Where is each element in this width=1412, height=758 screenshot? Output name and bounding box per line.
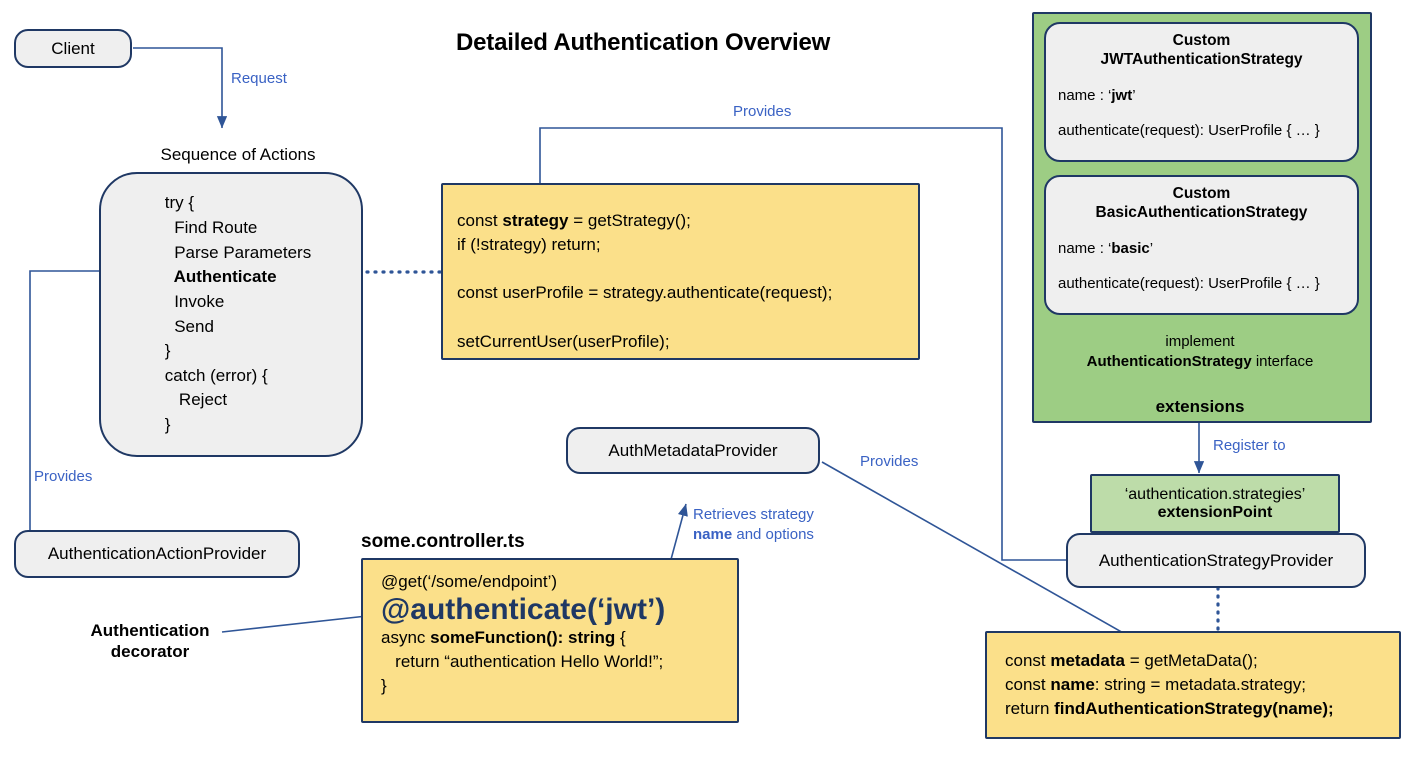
basic-card-body: Custom BasicAuthenticationStrategy name …: [1046, 177, 1357, 292]
strategy-line1-pre: const: [457, 211, 503, 230]
seq-line-5: Send: [164, 316, 214, 336]
node-client[interactable]: Client: [14, 29, 132, 68]
node-sequence-box[interactable]: try { Find Route Parse Parameters Authen…: [99, 172, 363, 457]
seq-line-7: catch (error) {: [164, 365, 268, 385]
implement-bold: AuthenticationStrategy: [1086, 352, 1252, 370]
metadata-line1-pre: const: [1005, 651, 1051, 670]
seq-line-2: Parse Parameters: [164, 242, 312, 262]
seq-line-3: Authenticate: [164, 267, 277, 287]
extension-point-line1: ‘authentication.strategies’: [1124, 485, 1306, 503]
controller-line3-pre: async: [381, 627, 431, 647]
retrieves-line2: name and options: [693, 525, 893, 545]
sequence-code: try { Find Route Parse Parameters Authen…: [151, 191, 311, 437]
metadata-line1-bold: metadata: [1050, 651, 1125, 670]
controller-decorator: @authenticate(‘jwt’): [381, 593, 666, 627]
page-title: Detailed Authentication Overview: [456, 29, 831, 56]
basic-name-pre: name : ‘: [1058, 240, 1112, 258]
controller-line4: return “authentication Hello World!”;: [381, 651, 664, 671]
edge-label-request: Request: [231, 70, 287, 87]
jwt-name-bold: jwt: [1111, 87, 1133, 105]
edge-label-register-to: Register to: [1213, 437, 1286, 454]
strategy-code: const strategy = getStrategy(); if (!str…: [443, 185, 918, 354]
edge-label-provides-mid: Provides: [860, 453, 919, 470]
strategy-provider-label: AuthenticationStrategyProvider: [1098, 550, 1334, 570]
decorator-label-line1: Authentication: [90, 621, 210, 640]
controller-code: @get(‘/some/endpoint’) @authenticate(‘jw…: [363, 560, 737, 698]
basic-title-line1: Custom: [1172, 185, 1231, 202]
strategy-line1-post: = getStrategy();: [568, 211, 691, 230]
extension-point-line2: extensionPoint: [1157, 503, 1273, 521]
strategy-line4: setCurrentUser(userProfile);: [457, 331, 670, 351]
strategy-line2: if (!strategy) return;: [457, 235, 601, 255]
edge-label-retrieves: Retrieves strategy name and options: [693, 505, 893, 544]
jwt-title-line2: JWTAuthenticationStrategy: [1100, 50, 1303, 68]
node-auth-metadata-provider[interactable]: AuthMetadataProvider: [566, 427, 820, 474]
action-provider-label: AuthenticationActionProvider: [47, 544, 267, 563]
retrieves-rest: and options: [732, 525, 814, 543]
metadata-line3-pre: return: [1005, 699, 1055, 719]
retrieves-line1: Retrieves strategy: [693, 506, 814, 523]
seq-line-9: }: [164, 415, 171, 435]
basic-method: authenticate(request): UserProfile { … }: [1058, 275, 1320, 293]
implement-line2: AuthenticationStrategy interface: [1070, 352, 1330, 372]
basic-name-post: ’: [1149, 240, 1154, 258]
controller-line5: }: [381, 675, 387, 695]
client-label: Client: [51, 38, 95, 58]
node-authentication-action-provider[interactable]: AuthenticationActionProvider: [14, 530, 300, 578]
implement-line1: implement: [1165, 333, 1235, 350]
seq-line-1: Find Route: [164, 217, 258, 237]
node-extension-point[interactable]: ‘authentication.strategies’ extensionPoi…: [1090, 474, 1340, 533]
jwt-title-line1: Custom: [1172, 32, 1231, 49]
metadata-line1-post: = getMetaData();: [1125, 651, 1258, 670]
basic-name-row: name : ‘basic’: [1058, 240, 1345, 257]
metadata-line2-bold: name: [1050, 675, 1095, 695]
node-strategy-code-box[interactable]: const strategy = getStrategy(); if (!str…: [441, 183, 920, 360]
basic-title-line2: BasicAuthenticationStrategy: [1095, 203, 1308, 221]
metadata-code: const metadata = getMetaData(); const na…: [987, 633, 1399, 721]
node-authentication-strategy-provider[interactable]: AuthenticationStrategyProvider: [1066, 533, 1366, 588]
implement-rest: interface: [1251, 352, 1314, 370]
controller-line3-post: {: [615, 627, 626, 647]
strategy-line3: const userProfile = strategy.authenticat…: [457, 283, 833, 303]
node-jwt-strategy-card[interactable]: Custom JWTAuthenticationStrategy name : …: [1044, 22, 1359, 162]
metadata-line3-bold: findAuthenticationStrategy(name);: [1054, 699, 1334, 719]
controller-filename: some.controller.ts: [361, 531, 525, 552]
jwt-name-pre: name : ‘: [1058, 87, 1112, 105]
node-metadata-code-box[interactable]: const metadata = getMetaData(); const na…: [985, 631, 1401, 739]
extensions-label: extensions: [1155, 397, 1245, 416]
metadata-line2-pre: const: [1005, 675, 1051, 695]
seq-line-4: Invoke: [164, 291, 225, 311]
retrieves-bold: name: [693, 525, 733, 543]
edge-auth-decorator: [221, 611, 377, 633]
edge-label-provides-top: Provides: [733, 103, 792, 120]
implement-note: implement AuthenticationStrategy interfa…: [1070, 332, 1330, 371]
jwt-card-body: Custom JWTAuthenticationStrategy name : …: [1046, 24, 1357, 139]
metadata-line2-post: : string = metadata.strategy;: [1094, 675, 1306, 695]
jwt-name-post: ’: [1132, 87, 1136, 105]
controller-line1: @get(‘/some/endpoint’): [381, 572, 558, 591]
jwt-name-row: name : ‘jwt’: [1058, 87, 1345, 104]
seq-line-8: Reject: [164, 390, 228, 410]
edge-request: [133, 47, 228, 129]
decorator-label-line2: decorator: [110, 642, 190, 662]
metadata-provider-label: AuthMetadataProvider: [608, 440, 778, 460]
node-controller-code-box[interactable]: @get(‘/some/endpoint’) @authenticate(‘jw…: [361, 558, 739, 723]
controller-line3-bold: someFunction(): string: [430, 627, 616, 647]
basic-name-bold: basic: [1111, 240, 1150, 258]
strategy-line1-bold: strategy: [502, 211, 569, 230]
controller-line3: async someFunction(): string {: [381, 626, 737, 650]
sequence-caption: Sequence of Actions: [160, 145, 316, 164]
seq-line-6: }: [164, 341, 171, 361]
jwt-method: authenticate(request): UserProfile { … }: [1058, 122, 1320, 140]
node-basic-strategy-card[interactable]: Custom BasicAuthenticationStrategy name …: [1044, 175, 1359, 315]
authentication-decorator-label: Authentication decorator: [60, 620, 240, 663]
seq-line-0: try {: [164, 193, 195, 213]
edge-label-provides-left: Provides: [34, 468, 93, 485]
